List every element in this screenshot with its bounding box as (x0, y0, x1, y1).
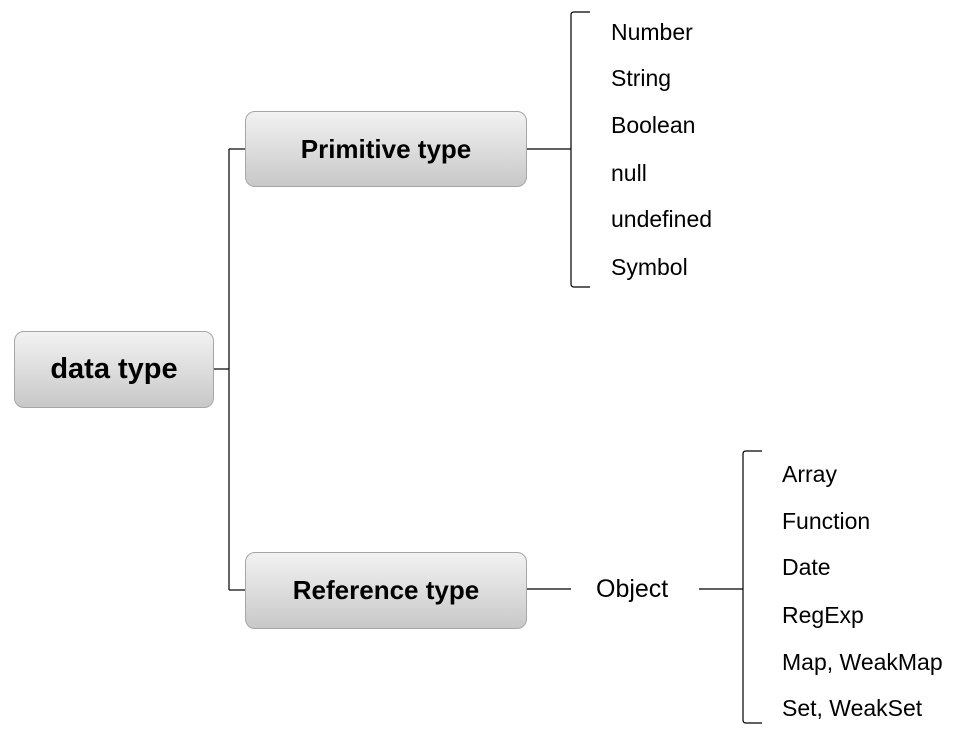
primitive-item: Boolean (611, 112, 696, 138)
data-type-node: data type (14, 331, 214, 408)
object-item: Function (782, 508, 871, 534)
object-item: Map, WeakMap (782, 649, 943, 675)
object-label: Object (596, 575, 669, 603)
object-item: Array (782, 461, 837, 487)
primitive-type-node: Primitive type (245, 111, 527, 187)
primitive-item: String (611, 65, 672, 91)
primitive-item: Number (611, 19, 693, 45)
object-item: Date (782, 554, 831, 580)
object-bracket (742, 450, 762, 724)
object-item: Set, WeakSet (782, 695, 923, 721)
primitive-bracket (570, 11, 590, 288)
primitive-item: Symbol (611, 254, 688, 280)
primitive-item: undefined (611, 206, 713, 232)
object-item: RegExp (782, 602, 864, 628)
reference-type-node: Reference type (245, 552, 527, 629)
primitive-item: null (611, 160, 647, 186)
